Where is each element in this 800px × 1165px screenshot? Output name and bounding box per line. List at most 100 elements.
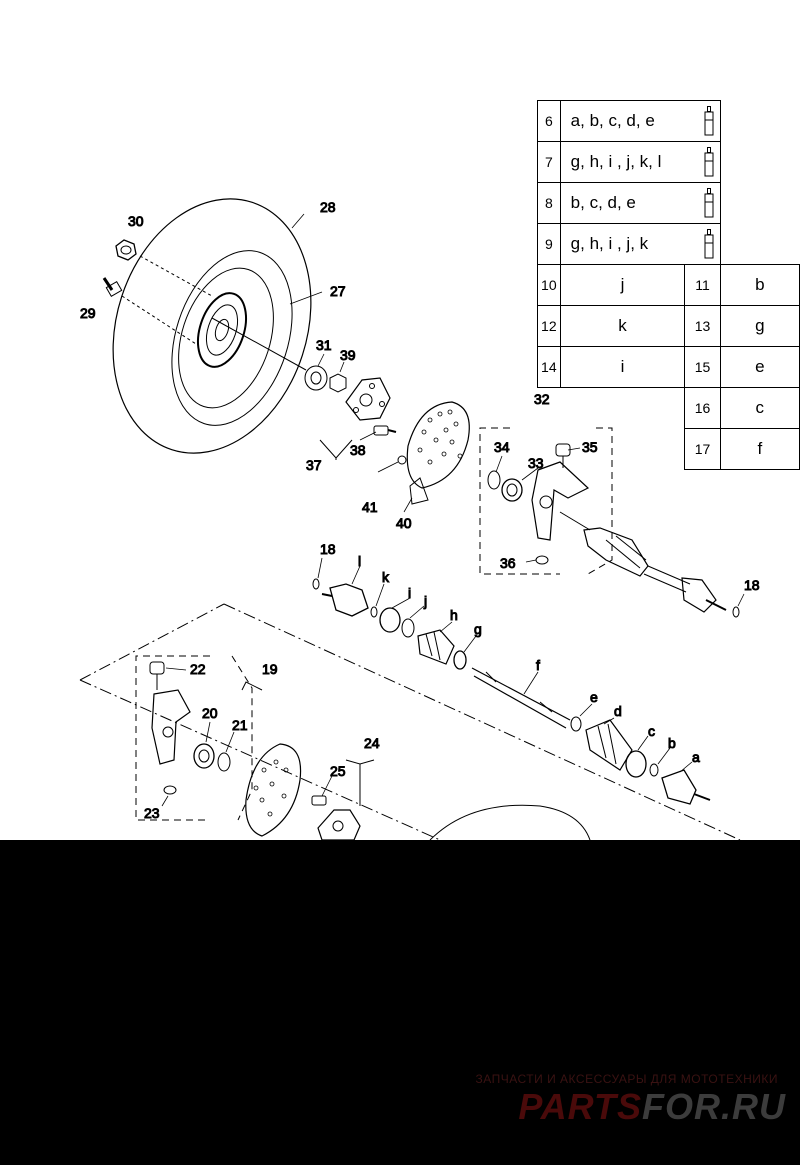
callout-34: 34: [494, 439, 510, 455]
callout-39: 39: [340, 347, 356, 363]
callout-18b: 18: [744, 577, 760, 593]
hub-bolt: [373, 425, 397, 436]
castle-nut: [329, 373, 347, 393]
single-part-row: 16 c: [538, 387, 800, 429]
part-letter: k: [559, 305, 686, 347]
callout-33: 33: [528, 455, 544, 471]
grease-tube-icon: [704, 106, 714, 136]
kit-row: 6 a, b, c, d, e: [537, 100, 800, 142]
knuckle-group-box-lower: [135, 655, 253, 821]
grease-tube-icon: [704, 229, 714, 259]
wheel-stud-bolt: [102, 277, 123, 298]
boot-band-g: [453, 650, 467, 670]
part-letter: f: [719, 428, 800, 470]
callout-32: 32: [534, 391, 550, 407]
kit-contents-text: g, h, i , j, k, l: [570, 152, 662, 171]
callout-27: 27: [330, 283, 346, 299]
exploded-parts-diagram: 28 30 27 29 31 39 38 37 41 40 32 34 33 3…: [80, 198, 760, 840]
watermark-logo-part1: PARTS: [518, 1086, 642, 1127]
grease-tube-icon: [704, 147, 714, 177]
callout-37: 37: [306, 457, 322, 473]
bearing-20: [193, 743, 215, 769]
brake-disc: [406, 401, 470, 505]
single-part-row: 10 j 11 b: [537, 264, 800, 306]
callout-35: 35: [582, 439, 598, 455]
callout-21: 21: [232, 717, 248, 733]
part-number: 17: [684, 428, 721, 470]
callout-20: 20: [202, 705, 218, 721]
kit-row: 8 b, c, d, e: [537, 182, 800, 224]
callout-30: 30: [128, 213, 144, 229]
cotter-pin-23: [163, 785, 177, 795]
part-letter: e: [719, 346, 800, 388]
callout-f: f: [536, 657, 540, 673]
callout-d: d: [614, 703, 622, 719]
kit-number: 9: [537, 223, 561, 265]
cotter-pin: [535, 555, 549, 565]
callout-a: a: [692, 749, 700, 765]
leader-lines: [161, 213, 745, 807]
kit-number: 6: [537, 100, 561, 142]
boot-d: [585, 719, 633, 771]
part-number: 14: [537, 346, 561, 388]
callout-25: 25: [330, 763, 346, 779]
kit-contents-text: g, h, i , j, k: [570, 234, 649, 253]
grease-tube-icon: [704, 188, 714, 218]
kit-contents-text: a, b, c, d, e: [570, 111, 655, 130]
callout-40: 40: [396, 515, 412, 531]
callout-29: 29: [80, 305, 96, 321]
ball-joint-lower: [149, 661, 165, 690]
part-number: 11: [684, 264, 721, 306]
part-letter: i: [559, 346, 686, 388]
kit-row: 9 g, h, i , j, k: [537, 223, 800, 265]
kit-contents: a, b, c, d, e: [559, 100, 721, 142]
circlip-j: [401, 618, 415, 638]
circlip-18-left: [312, 578, 320, 590]
callout-24: 24: [364, 735, 380, 751]
steering-knuckle: [531, 461, 590, 541]
part-letter: j: [559, 264, 686, 306]
callout-j: j: [423, 593, 427, 609]
drive-shaft-assembly: [559, 511, 740, 618]
callout-e: e: [590, 689, 598, 705]
callout-l: l: [358, 553, 361, 569]
callout-c: c: [648, 723, 655, 739]
watermark-tagline: ЗАПЧАСТИ И АКСЕССУАРЫ ДЛЯ МОТОТЕХНИКИ: [475, 1072, 778, 1086]
boot-h: [417, 629, 455, 665]
callout-23: 23: [144, 805, 160, 821]
callout-i: i: [408, 585, 411, 601]
part-letter: g: [719, 305, 800, 347]
single-part-row: 17 f: [538, 428, 800, 470]
boot-band-c: [625, 750, 647, 778]
callout-36: 36: [500, 555, 516, 571]
part-number: 10: [537, 264, 561, 306]
kit-contents: g, h, i , j, k: [559, 223, 721, 265]
clip-k: [370, 606, 378, 618]
callout-k: k: [382, 569, 390, 585]
callout-38: 38: [350, 442, 366, 458]
single-part-row: 12 k 13 g: [537, 305, 800, 347]
cv-joint-inner: [321, 583, 369, 617]
kit-contents-text: b, c, d, e: [570, 193, 636, 212]
part-letter: b: [719, 264, 800, 306]
knuckle-bearing: [501, 478, 523, 502]
boot-band-e: [570, 716, 582, 732]
callout-g: g: [474, 621, 482, 637]
callout-31: 31: [316, 337, 332, 353]
disc-bolt: [397, 455, 407, 465]
callout-41: 41: [362, 499, 378, 515]
part-number: 16: [684, 387, 721, 429]
single-part-row: 14 i 15 e: [537, 346, 800, 388]
part-letter: c: [719, 387, 800, 429]
circlip-21: [217, 752, 231, 772]
hub-bolt-lower: [311, 795, 327, 806]
wheel-hub-lower: [317, 809, 361, 840]
watermark-logo: PARTSFOR.RU: [518, 1086, 786, 1128]
boot-band-i: [379, 607, 401, 633]
knuckle-group-box: [479, 427, 613, 575]
part-number: 13: [684, 305, 721, 347]
kit-contents: b, c, d, e: [559, 182, 721, 224]
callout-18a: 18: [320, 541, 336, 557]
tire: [112, 198, 312, 454]
callout-b: b: [668, 735, 676, 751]
